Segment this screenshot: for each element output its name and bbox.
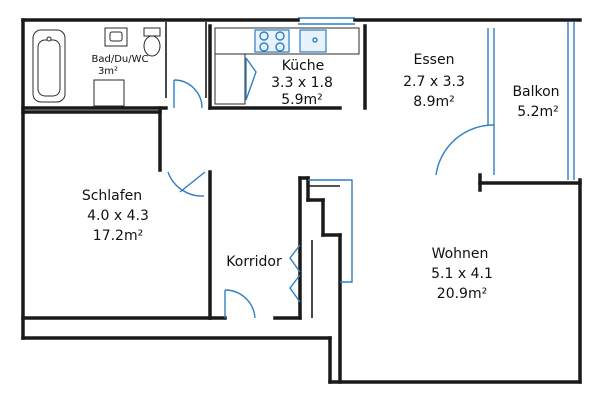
kitchen-counter (214, 27, 360, 105)
doors (167, 57, 495, 319)
room-name: Balkon (512, 84, 559, 100)
room-balkon: Balkon 5.2m² (512, 84, 559, 120)
stove-icon (254, 29, 290, 53)
room-name: Essen (414, 52, 455, 68)
toilet (143, 27, 161, 57)
room-size: 5.1 x 4.1 (431, 266, 493, 282)
room-name: Wohnen (432, 246, 489, 262)
room-size: 4.0 x 4.3 (87, 208, 149, 224)
bathtub (32, 29, 66, 103)
room-area: 3m² (98, 66, 118, 77)
balcony-window (298, 17, 575, 180)
room-size: 2.7 x 3.3 (403, 74, 465, 90)
shower (93, 79, 125, 107)
room-essen: Essen 2.7 x 3.3 8.9m² (403, 52, 465, 110)
room-wohnen: Wohnen 5.1 x 4.1 20.9m² (431, 246, 493, 302)
room-name: Korridor (226, 254, 282, 270)
room-size: 3.3 x 1.8 (271, 75, 333, 91)
room-area: 20.9m² (437, 286, 487, 302)
room-area: 5.9m² (281, 92, 323, 108)
room-korridor: Korridor (226, 254, 282, 270)
room-schlafen: Schlafen 4.0 x 4.3 17.2m² (82, 188, 149, 244)
walls (21, 18, 582, 384)
room-bad: Bad/Du/WC 3m² (92, 54, 149, 77)
room-name: Schlafen (82, 188, 142, 204)
room-area: 17.2m² (93, 228, 143, 244)
room-area: 8.9m² (413, 94, 455, 110)
room-name: Bad/Du/WC (92, 54, 149, 65)
room-name: Küche (282, 58, 325, 74)
room-kueche: Küche 3.3 x 1.8 5.9m² (271, 58, 333, 108)
room-area: 5.2m² (517, 104, 559, 120)
washbasin (104, 27, 128, 47)
